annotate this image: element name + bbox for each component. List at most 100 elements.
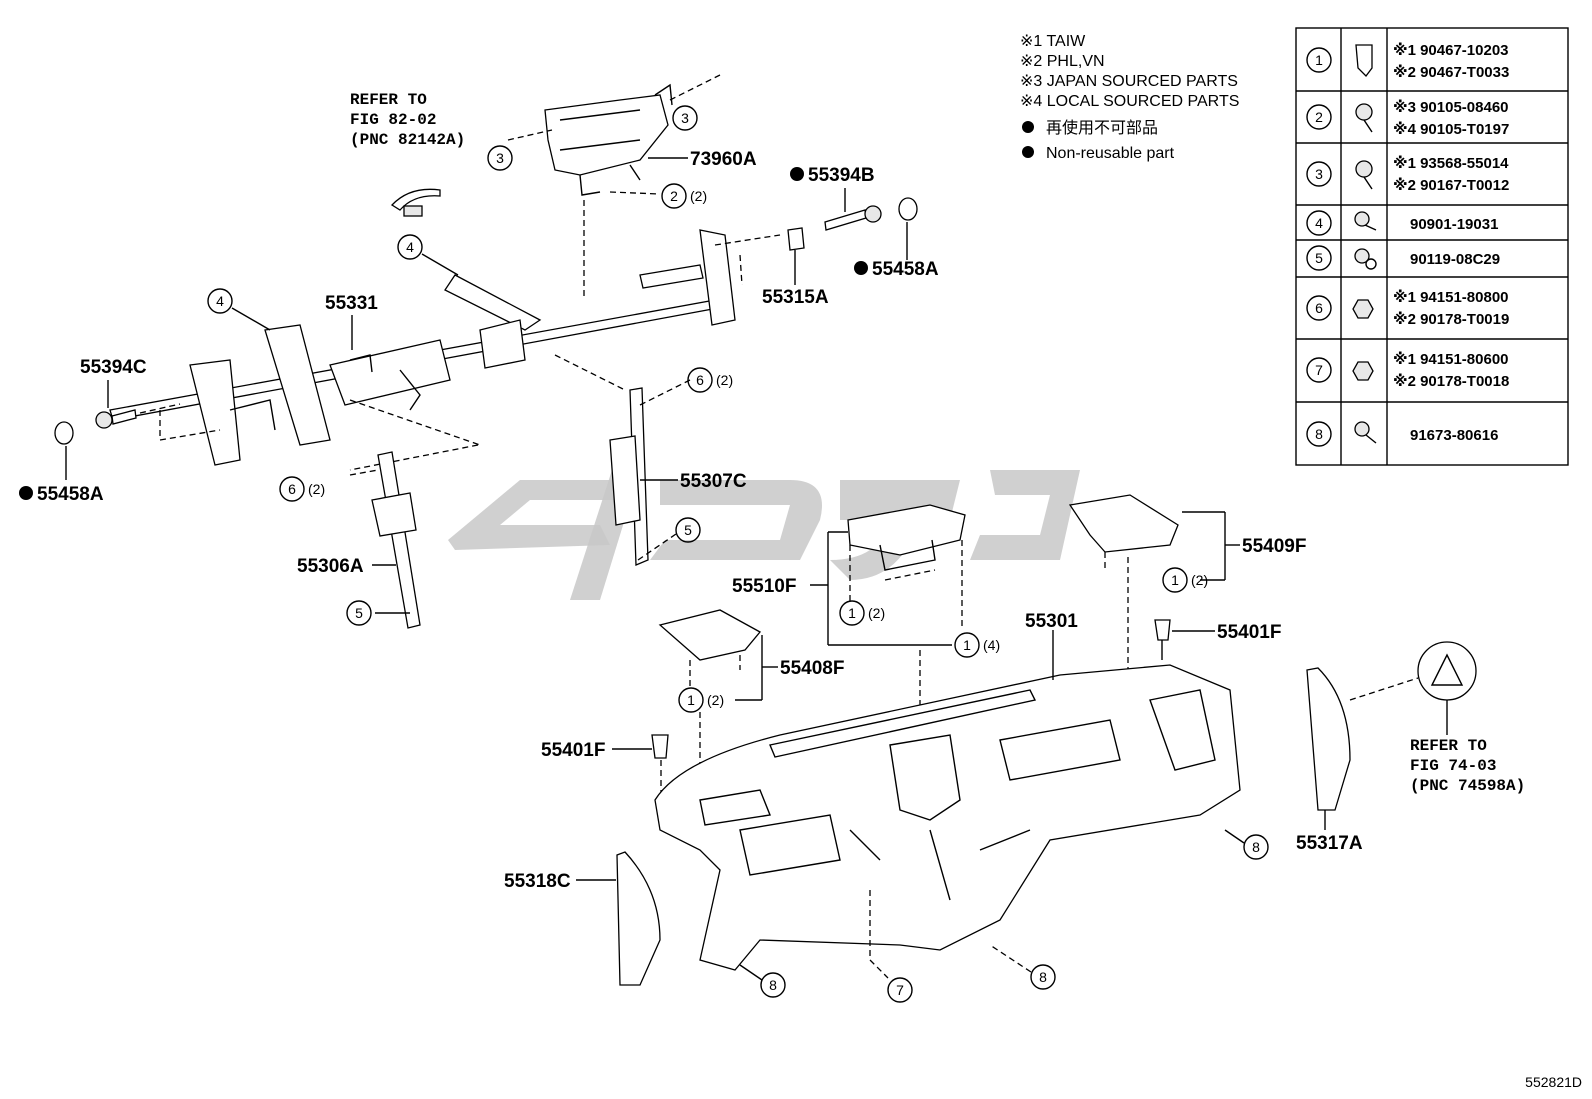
table-row: 6 ※1 94151-80800 ※2 90178-T0019 — [1306, 288, 1509, 328]
callout-6a: 6 (2) — [687, 367, 733, 393]
bolt-55394C: 55394C — [80, 357, 181, 429]
part-label: 55318C — [504, 871, 571, 892]
svg-text:7: 7 — [896, 982, 904, 998]
reference-fig-82: REFER TO FIG 82-02 (PNC 82142A) — [350, 91, 465, 217]
nonreusable-dot-icon — [1022, 121, 1034, 133]
note-4: ※4 LOCAL SOURCED PARTS — [1020, 93, 1239, 110]
bolt-icon — [1354, 248, 1370, 264]
side-cover-55317A: 55317A — [1296, 667, 1419, 854]
part-label: 55331 — [325, 293, 378, 314]
svg-text:1: 1 — [687, 692, 695, 708]
svg-text:※1 90467-10203: ※1 90467-10203 — [1393, 41, 1509, 59]
wire-clamp — [390, 188, 441, 211]
part-label: 55458A — [37, 484, 104, 505]
part-label: 55401F — [541, 740, 605, 761]
part-label: 55409F — [1242, 536, 1306, 557]
svg-text:8: 8 — [1039, 969, 1047, 985]
table-row: 5 90119-08C29 — [1306, 245, 1500, 271]
svg-text:※2 90467-T0033: ※2 90467-T0033 — [1393, 63, 1509, 81]
brace-55306A: 55306A — [297, 451, 421, 629]
diagram-code: 552821D — [1525, 1074, 1582, 1090]
svg-text:※2 90167-T0012: ※2 90167-T0012 — [1393, 176, 1509, 194]
clip-55401F-right: 55401F — [1154, 619, 1281, 660]
nonreusable-dot-icon — [790, 167, 804, 181]
table-row: 1 ※1 90467-10203 ※2 90467-T0033 — [1306, 41, 1509, 81]
nonreusable-dot-icon — [1022, 146, 1034, 158]
table-row: 3 ※1 93568-55014 ※2 90167-T0012 — [1306, 154, 1509, 194]
callout-3a: 3 — [487, 145, 513, 171]
svg-text:5: 5 — [355, 605, 363, 621]
svg-text:REFER TO: REFER TO — [1410, 737, 1487, 755]
svg-text:2: 2 — [670, 188, 678, 204]
reference-fig-74: REFER TO FIG 74-03 (PNC 74598A) — [1410, 641, 1525, 795]
brace-55307C: 55307C — [554, 354, 747, 566]
callout-1c: 1 (4) — [954, 632, 1000, 658]
svg-text:1: 1 — [1171, 572, 1179, 588]
airbag-label-icon — [1417, 641, 1477, 701]
part-label: 55394B — [808, 165, 875, 186]
part-label: 55510F — [732, 576, 796, 597]
note-2: ※2 PHL,VN — [1020, 53, 1105, 70]
note-1: ※1 TAIW — [1020, 33, 1086, 50]
bolt-55394B: 55394B — [790, 165, 882, 231]
callout-5a: 5 — [675, 517, 701, 543]
svg-text:5: 5 — [1315, 250, 1323, 266]
svg-text:(2): (2) — [716, 372, 733, 388]
svg-text:3: 3 — [1315, 166, 1323, 182]
svg-text:90119-08C29: 90119-08C29 — [1410, 251, 1500, 268]
callout-8a: 8 — [1224, 829, 1269, 860]
svg-text:1: 1 — [1315, 52, 1323, 68]
table-row: 2 ※3 90105-08460 ※4 90105-T0197 — [1306, 98, 1509, 138]
svg-text:※2 90178-T0019: ※2 90178-T0019 — [1393, 310, 1509, 328]
cap-55458A-left: 55458A — [19, 421, 104, 505]
panel-55409F: 55409F — [1068, 494, 1306, 690]
svg-text:6: 6 — [1315, 300, 1323, 316]
table-row: 8 91673-80616 — [1306, 421, 1498, 447]
callout-6b: 6 (2) — [279, 476, 325, 502]
svg-text:(4): (4) — [983, 637, 1000, 653]
part-label: 55458A — [872, 259, 939, 280]
svg-text:※1 93568-55014: ※1 93568-55014 — [1393, 154, 1509, 172]
callout-8c: 8 — [989, 944, 1056, 990]
panel-55510F: 55510F — [732, 504, 966, 760]
svg-text:※1 94151-80800: ※1 94151-80800 — [1393, 288, 1509, 306]
note-nonreusable-jp: 再使用不可部品 — [1046, 119, 1158, 137]
callout-5b: 5 — [346, 600, 372, 626]
notes-block: ※1 TAIW ※2 PHL,VN ※3 JAPAN SOURCED PARTS… — [1020, 33, 1239, 162]
bolt-icon — [1354, 421, 1370, 437]
svg-text:91673-80616: 91673-80616 — [1410, 427, 1498, 444]
table-row: 4 90901-19031 — [1306, 210, 1498, 236]
part-label: 73960A — [690, 149, 757, 170]
part-label: 55317A — [1296, 833, 1363, 854]
svg-text:4: 4 — [406, 239, 414, 255]
svg-text:(PNC 82142A): (PNC 82142A) — [350, 131, 465, 149]
svg-text:90901-19031: 90901-19031 — [1410, 216, 1498, 233]
svg-text:※4 90105-T0197: ※4 90105-T0197 — [1393, 120, 1509, 138]
svg-text:(2): (2) — [868, 605, 885, 621]
svg-text:(2): (2) — [1191, 572, 1208, 588]
svg-text:※1 94151-80600: ※1 94151-80600 — [1393, 350, 1509, 368]
bolt-icon — [1355, 103, 1373, 121]
callout-8b: 8 — [739, 964, 786, 998]
steering-support-55331: 55331 — [109, 229, 781, 471]
callout-2a: 2 (2) — [661, 183, 707, 209]
cap-55458A-top: 55458A — [854, 197, 939, 280]
svg-text:5: 5 — [684, 522, 692, 538]
svg-text:(2): (2) — [707, 692, 724, 708]
svg-text:8: 8 — [1252, 839, 1260, 855]
part-label: 55306A — [297, 556, 364, 577]
part-label: 55307C — [680, 471, 747, 492]
svg-text:REFER TO: REFER TO — [350, 91, 427, 109]
part-label: 55315A — [762, 287, 829, 308]
part-label: 55394C — [80, 357, 147, 378]
svg-text:(2): (2) — [308, 481, 325, 497]
svg-text:2: 2 — [1315, 109, 1323, 125]
panel-55408F: 55408F — [658, 609, 844, 790]
svg-text:(PNC 74598A): (PNC 74598A) — [1410, 777, 1525, 795]
bracket-55315A: 55315A — [762, 227, 829, 308]
fastener-table: 1 ※1 90467-10203 ※2 90467-T0033 2 ※3 901… — [1295, 27, 1569, 466]
clip-icon — [1355, 44, 1373, 77]
note-nonreusable-en: Non-reusable part — [1046, 145, 1175, 162]
svg-text:4: 4 — [216, 293, 224, 309]
